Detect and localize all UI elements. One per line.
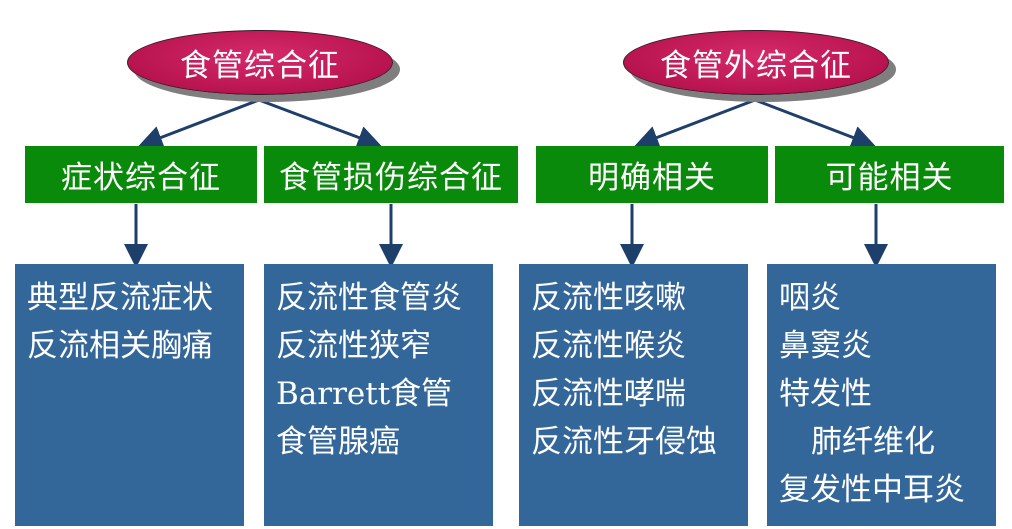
definite-association-box: 明确相关 xyxy=(536,146,768,203)
detail-item: 反流性喉炎 xyxy=(531,328,686,364)
esophageal-injury-syndrome-box: 食管损伤综合征 xyxy=(264,146,518,203)
detail-item: 反流性哮喘 xyxy=(531,376,686,412)
symptom-syndrome-box: 症状综合征 xyxy=(25,146,257,203)
detail-item: 典型反流症状 xyxy=(27,280,213,316)
detail-item: 咽炎 xyxy=(779,280,841,316)
definite-association-details: 反流性咳嗽 反流性喉炎 反流性哮喘 反流性牙侵蚀 xyxy=(519,264,748,526)
esophageal-injury-syndrome-label: 食管损伤综合征 xyxy=(279,160,503,196)
detail-item: 反流性食管炎 xyxy=(276,280,462,316)
esophageal-injury-details: 反流性食管炎 反流性狭窄 Barrett食管 食管腺癌 xyxy=(264,264,493,526)
arrow-extra-to-possible xyxy=(754,98,876,149)
detail-item: Barrett食管 xyxy=(276,376,453,412)
esophageal-syndrome-node: 食管综合征 xyxy=(127,30,393,95)
symptom-syndrome-details: 典型反流症状 反流相关胸痛 xyxy=(15,264,244,526)
detail-item: 反流相关胸痛 xyxy=(27,328,213,364)
extraesophageal-syndrome-label: 食管外综合征 xyxy=(660,48,852,84)
arrow-esophageal-to-symptom xyxy=(138,98,260,149)
detail-item: 鼻窦炎 xyxy=(779,328,872,364)
detail-item: 反流性咳嗽 xyxy=(531,280,686,316)
arrow-esophageal-to-injury xyxy=(258,98,382,149)
esophageal-syndrome-label: 食管综合征 xyxy=(180,48,340,84)
detail-item: 特发性 xyxy=(779,376,872,412)
detail-item: 食管腺癌 xyxy=(276,424,400,460)
detail-item: 反流性狭窄 xyxy=(276,328,431,364)
definite-association-label: 明确相关 xyxy=(588,160,716,196)
detail-item: 反流性牙侵蚀 xyxy=(531,424,717,460)
possible-association-details: 咽炎 鼻窦炎 特发性 肺纤维化 复发性中耳炎 xyxy=(767,264,996,526)
possible-association-label: 可能相关 xyxy=(825,160,954,196)
arrow-extra-to-definite xyxy=(634,98,756,149)
possible-association-box: 可能相关 xyxy=(775,146,1004,203)
extraesophageal-syndrome-node: 食管外综合征 xyxy=(623,30,889,95)
detail-item: 复发性中耳炎 xyxy=(779,472,965,508)
detail-item: 肺纤维化 xyxy=(811,424,935,460)
symptom-syndrome-label: 症状综合征 xyxy=(61,160,221,196)
